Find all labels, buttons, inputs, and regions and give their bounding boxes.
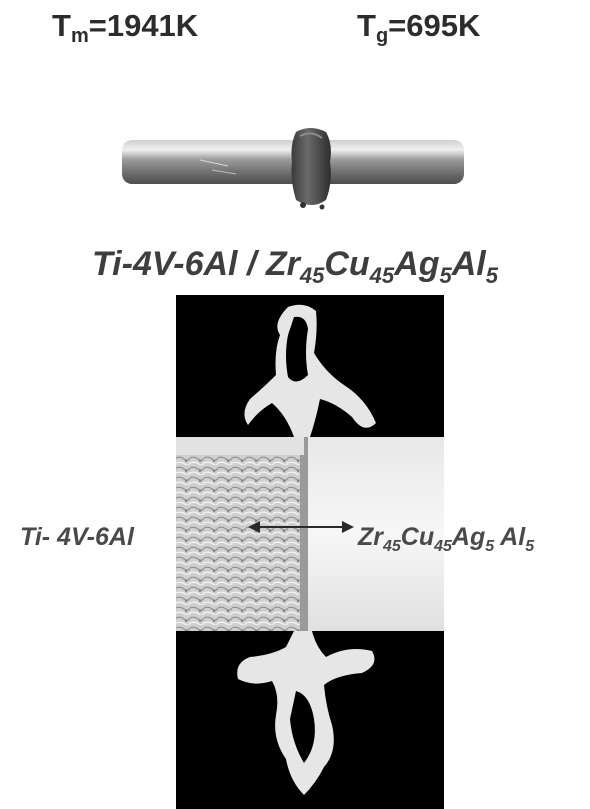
title-separator: / bbox=[237, 245, 266, 283]
title-el: Ag bbox=[394, 245, 440, 283]
weld-cross-section-micrograph bbox=[176, 295, 444, 809]
upper-weld-flash bbox=[244, 304, 376, 437]
title-left-alloy: Ti-4V-6Al bbox=[92, 245, 238, 283]
interface-arrow-left-head bbox=[248, 521, 260, 533]
upper-flash-core bbox=[286, 316, 308, 382]
title-sub: 45 bbox=[369, 263, 395, 288]
weld-interface bbox=[300, 437, 308, 631]
label-sub: 45 bbox=[383, 538, 401, 555]
material-pair-title: Ti-4V-6Al / Zr45Cu45Ag5Al5 bbox=[0, 245, 590, 289]
melting-temperature-label: Tm=1941K bbox=[52, 8, 198, 48]
title-sub: 45 bbox=[299, 263, 325, 288]
weld-flash-edge bbox=[299, 132, 323, 139]
welded-rod-image bbox=[122, 128, 464, 210]
tg-subscript: g bbox=[375, 25, 389, 47]
rod-scratch bbox=[199, 159, 229, 167]
title-el: Zr bbox=[265, 245, 300, 283]
interface-arrow-right-head bbox=[342, 521, 354, 533]
label-el: Cu bbox=[400, 523, 435, 551]
ti-alloy-label: Ti- 4V-6Al bbox=[20, 523, 134, 551]
bmg-alloy-label: Zr45Cu45Ag5 Al5 bbox=[358, 523, 534, 556]
label-el: Zr bbox=[358, 523, 383, 551]
rod-scratch-2 bbox=[211, 169, 237, 175]
tm-subscript: m bbox=[70, 25, 89, 47]
title-sub: 5 bbox=[485, 263, 498, 288]
weld-spatter bbox=[300, 202, 306, 208]
weld-flash bbox=[291, 128, 331, 205]
glass-temperature-label: Tg=695K bbox=[357, 8, 480, 48]
ti-plate-top-edge bbox=[176, 437, 304, 455]
title-sub: 5 bbox=[439, 263, 452, 288]
tm-value: =1941K bbox=[88, 8, 199, 43]
label-sub: 5 bbox=[485, 538, 495, 555]
label-el: Ag bbox=[451, 523, 486, 551]
tm-symbol: T bbox=[52, 8, 71, 43]
title-right-alloy: Zr45Cu45Ag5Al5 bbox=[265, 245, 498, 288]
tg-symbol: T bbox=[357, 8, 376, 43]
label-el: Al bbox=[494, 523, 526, 551]
label-sub: 5 bbox=[525, 538, 535, 555]
weld-spatter-2 bbox=[319, 204, 325, 210]
bmg-plate bbox=[304, 437, 444, 631]
title-el: Al bbox=[451, 245, 486, 283]
label-sub: 45 bbox=[434, 538, 452, 555]
ti-alloy-plate bbox=[176, 437, 304, 631]
tg-value: =695K bbox=[388, 8, 481, 43]
lower-flash-core bbox=[290, 691, 315, 763]
title-el: Cu bbox=[324, 245, 370, 283]
